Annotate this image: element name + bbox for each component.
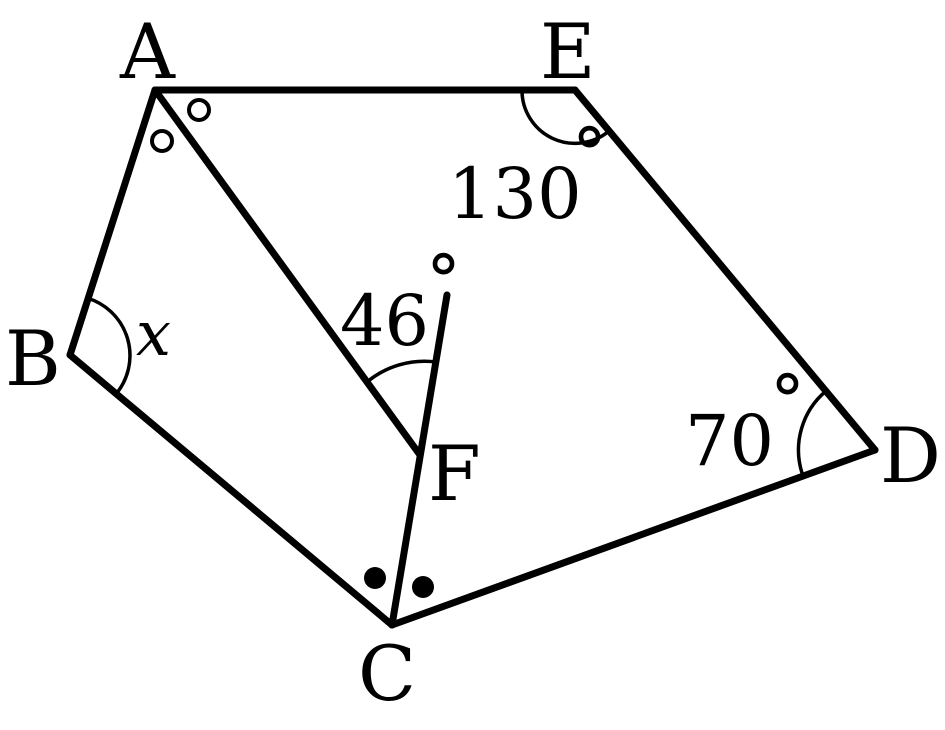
- vertex-label-d: D: [880, 411, 941, 500]
- edge-dc: [388, 446, 879, 629]
- edge-ba: [66, 86, 159, 359]
- degree-symbol-f: °: [426, 240, 461, 322]
- angle-arc-d: [796, 389, 828, 474]
- equal-angle-markers: [150, 98, 434, 598]
- inner-segments: [151, 86, 451, 629]
- angle-marker-c-left: [364, 567, 386, 589]
- degree-symbol-e: °: [572, 113, 607, 195]
- vertex-label-b: B: [5, 314, 61, 403]
- vertex-labels: A E B F D C: [5, 7, 941, 718]
- angle-arcs: [86, 89, 828, 474]
- angle-label-b: x: [136, 297, 171, 370]
- angle-arc-f: [365, 359, 437, 384]
- angle-marker-a-left: [150, 129, 174, 153]
- edge-ed: [571, 86, 879, 454]
- angle-label-e: 130: [448, 153, 582, 235]
- vertex-label-e: E: [540, 7, 595, 96]
- angle-labels: 130 46 70 x: [136, 153, 774, 482]
- angle-marker-a-right: [187, 98, 211, 122]
- angle-arc-b: [86, 296, 132, 396]
- degree-symbols: ° ° °: [426, 113, 805, 442]
- degree-symbol-d: °: [770, 360, 805, 442]
- edge-cb: [66, 351, 396, 629]
- angle-arc-e: [520, 89, 611, 146]
- angle-label-f: 46: [340, 280, 429, 362]
- vertex-label-a: A: [119, 7, 176, 96]
- vertex-label-c: C: [358, 629, 416, 718]
- angle-marker-c-right: [412, 576, 434, 598]
- segment-af: [151, 86, 424, 459]
- angle-label-d: 70: [685, 400, 774, 482]
- segment-cf: [388, 291, 451, 629]
- vertex-label-f: F: [428, 429, 481, 518]
